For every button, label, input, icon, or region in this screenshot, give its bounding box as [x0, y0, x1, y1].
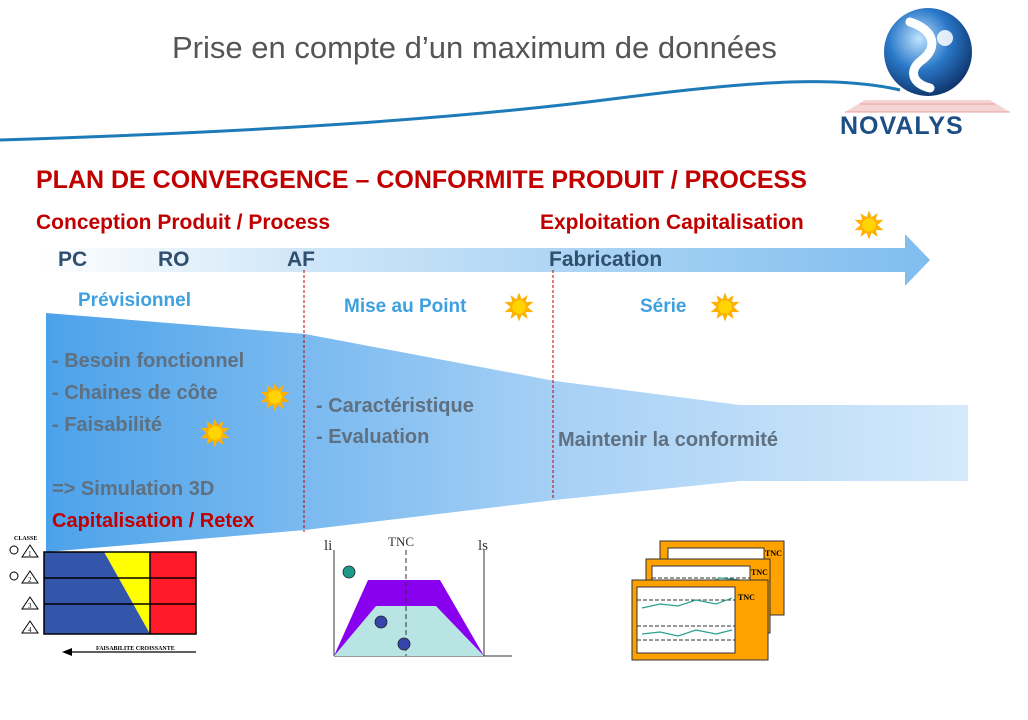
slide-title: Prise en compte d’un maximum de données	[172, 30, 777, 65]
simulation-text: => Simulation 3D	[52, 478, 215, 500]
svg-text:4: 4	[28, 626, 32, 634]
phase-conception: Conception Produit / Process	[36, 211, 331, 234]
serie-text: Maintenir la conformité	[558, 429, 779, 451]
previsionnel-item: - Chaines de côte	[52, 382, 218, 404]
previsionnel-item: - Faisabilité	[52, 414, 163, 436]
novalys-logo-icon	[845, 8, 1010, 113]
svg-text:1: 1	[28, 550, 32, 558]
milestone-pc: PC	[58, 248, 88, 271]
classe-label: CLASSE	[14, 536, 37, 542]
tnc-title: TNC	[388, 534, 414, 549]
convergence-funnel	[46, 313, 968, 552]
stage-serie: Série	[640, 296, 687, 317]
svg-text:2: 2	[28, 576, 32, 584]
brand-name: NOVALYS	[840, 112, 964, 140]
svg-text:3: 3	[28, 602, 32, 610]
svg-text:TNC: TNC	[738, 593, 755, 602]
milestone-fabrication: Fabrication	[549, 248, 663, 271]
star-icon	[710, 292, 740, 322]
process-arrow	[38, 234, 930, 286]
tnc-li-label: li	[324, 538, 332, 554]
svg-text:TNC: TNC	[751, 568, 768, 577]
mise-au-point-item: - Caractéristique	[316, 395, 474, 417]
svg-text:TNC: TNC	[765, 549, 782, 558]
classe-chart: CLASSE 1 2 3 4 FAISABILITE CROISSANTE	[9, 536, 197, 656]
phase-exploitation: Exploitation Capitalisation	[540, 211, 804, 234]
tnc-cards-chart: TNC TNC TNC	[631, 540, 785, 661]
classe-axis-label: FAISABILITE CROISSANTE	[96, 646, 175, 652]
tnc-chart: li TNC ls	[324, 534, 512, 657]
milestone-af: AF	[287, 248, 315, 271]
capitalisation-text: Capitalisation / Retex	[52, 510, 255, 532]
previsionnel-item: - Besoin fonctionnel	[52, 350, 245, 372]
star-icon	[854, 210, 884, 240]
tnc-ls-label: ls	[478, 538, 488, 554]
stage-mise-au-point: Mise au Point	[344, 296, 467, 317]
star-icon	[504, 292, 534, 322]
mise-au-point-item: - Evaluation	[316, 426, 430, 448]
header-swoosh	[0, 80, 901, 142]
diagram-heading: PLAN DE CONVERGENCE – CONFORMITE PRODUIT…	[36, 166, 807, 194]
stage-previsionnel: Prévisionnel	[78, 290, 191, 311]
milestone-ro: RO	[158, 248, 190, 271]
